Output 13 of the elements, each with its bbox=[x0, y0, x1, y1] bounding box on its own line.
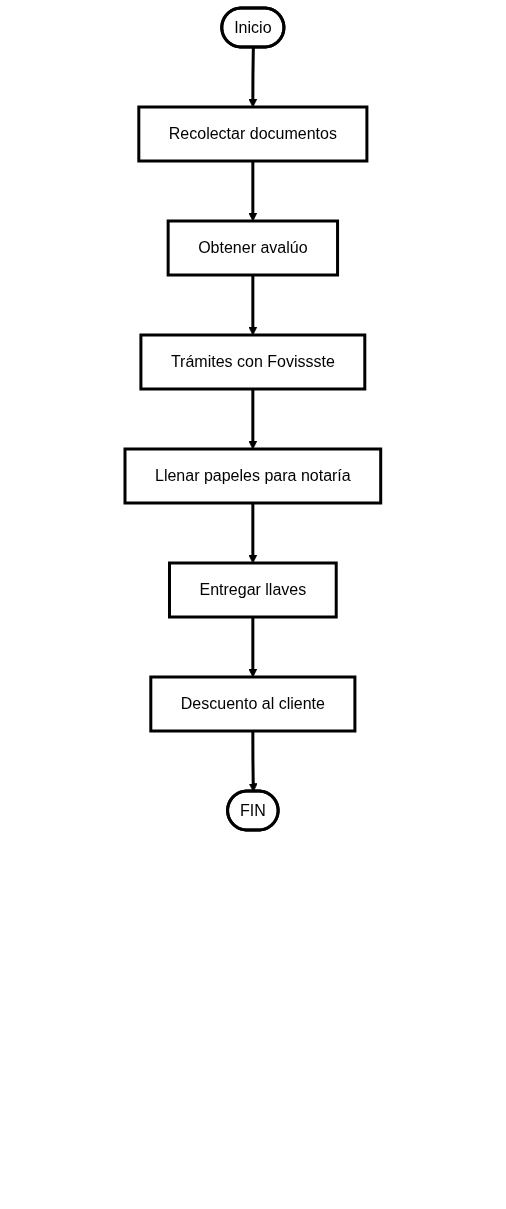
node-box: Trámites con Fovissste bbox=[139, 333, 367, 391]
arrow bbox=[248, 389, 258, 450]
arrow bbox=[248, 161, 258, 222]
node-box: Obtener avalúo bbox=[166, 219, 340, 277]
arrow bbox=[248, 731, 258, 792]
node-box: Llenar papeles para notaría bbox=[123, 447, 383, 505]
node-box: Entregar llaves bbox=[168, 561, 338, 619]
node-box: Descuento al cliente bbox=[149, 675, 357, 733]
arrow bbox=[248, 503, 258, 564]
arrow bbox=[248, 275, 258, 336]
node-box: Recolectar documentos bbox=[137, 105, 369, 163]
arrow bbox=[248, 617, 258, 678]
arrow bbox=[248, 47, 258, 108]
